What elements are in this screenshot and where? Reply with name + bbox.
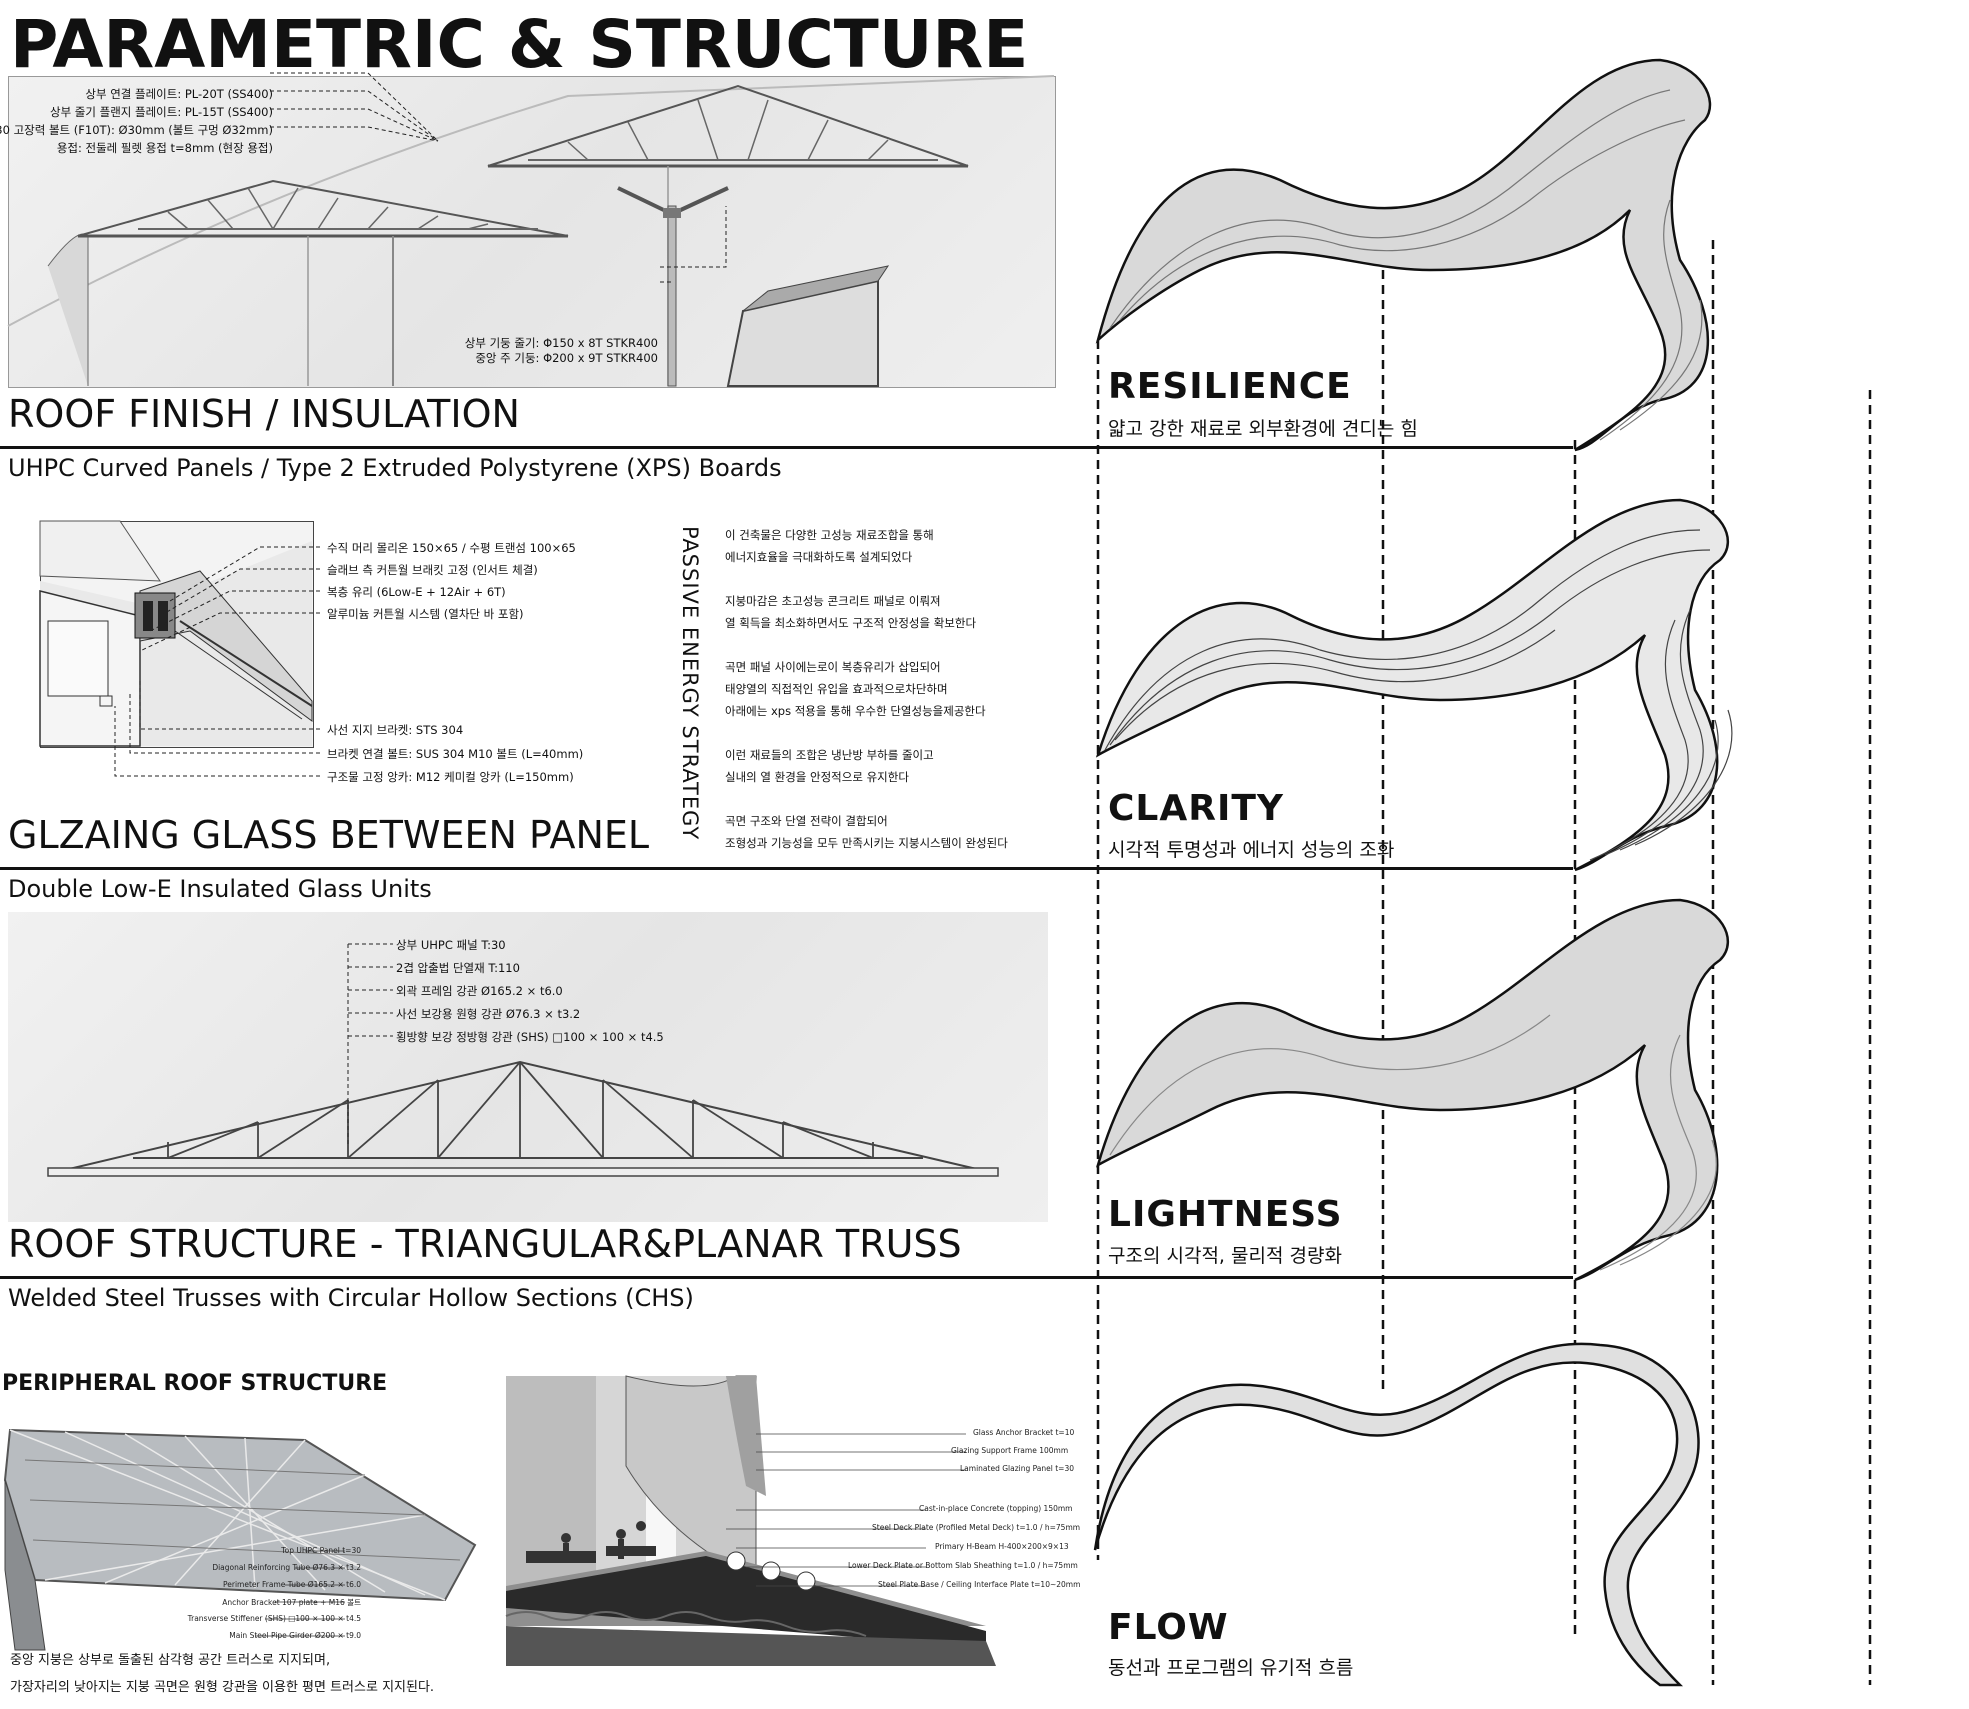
roof-detail-drawing	[7, 72, 1055, 387]
concept-title-resilience: RESILIENCE	[1108, 366, 1352, 407]
glass-callout: 슬래브 측 커튼월 브래킷 고정 (인서트 체결)	[327, 563, 538, 577]
section-label: Lower Deck Plate or Bottom Slab Sheathin…	[848, 1561, 1078, 1570]
concept-subtitle-clarity: 시각적 투명성과 에너지 성능의 조화	[1108, 839, 1395, 861]
truss-callout: 상부 UHPC 패널 T:30	[396, 938, 506, 952]
page-title: PARAMETRIC & STRUCTURE	[10, 6, 1029, 83]
peripheral-caption: 중앙 지붕은 상부로 돌출된 삼각형 공간 트러스로 지지되며,	[10, 1653, 331, 1668]
truss-callout: 외곽 프레임 강관 Ø165.2 × t6.0	[396, 984, 563, 998]
peripheral-title: PERIPHERAL ROOF STRUCTURE	[2, 1371, 388, 1396]
passive-line: 이 건축물은 다양한 고성능 재료조합을 통해	[725, 528, 934, 542]
roof-callout: 상부 연결 플레이트: PL-20T (SS400)	[85, 87, 273, 101]
section-label: Laminated Glazing Panel t=30	[960, 1464, 1075, 1473]
section-label: Cast-in-place Concrete (topping) 150mm	[919, 1504, 1073, 1513]
lightness-form	[1095, 898, 1730, 1282]
section-label: Steel Plate Base / Ceiling Interface Pla…	[878, 1580, 1081, 1589]
section-divider	[0, 867, 1573, 870]
passive-strategy-title: PASSIVE ENERGY STRATEGY	[678, 526, 702, 841]
passive-strategy-text: 이 건축물은 다양한 고성능 재료조합을 통해 에너지효율을 극대화하도록 설계…	[725, 524, 1008, 854]
section-label: Steel Deck Plate (Profiled Metal Deck) t…	[872, 1523, 1081, 1532]
glass-callout: 알루미늄 커튼월 시스템 (열차단 바 포함)	[327, 607, 524, 621]
concept-title-flow: FLOW	[1108, 1607, 1229, 1648]
glass-callout: 브라켓 연결 볼트: SUS 304 M10 볼트 (L=40mm)	[327, 747, 584, 761]
section-title-roof-structure: ROOF STRUCTURE - TRIANGULAR&PLANAR TRUSS	[8, 1222, 962, 1266]
passive-line: 에너지효율을 극대화하도록 설계되었다	[725, 550, 913, 564]
section-subtitle-glazing: Double Low-E Insulated Glass Units	[8, 875, 432, 903]
concept-subtitle-flow: 동선과 프로그램의 유기적 흐름	[1108, 1657, 1354, 1679]
peripheral-label: Top UHPC Panel t=30	[281, 1546, 361, 1555]
peripheral-caption: 가장자리의 낮아지는 지붕 곡면은 원형 강관을 이용한 평면 트러스로 지지된…	[10, 1680, 435, 1695]
section-subtitle-roof-finish: UHPC Curved Panels / Type 2 Extruded Pol…	[8, 454, 782, 482]
peripheral-label: Transverse Stiffener (SHS) □100 × 100 × …	[187, 1614, 361, 1623]
interior-section-render	[505, 1375, 996, 1666]
section-label: Primary H-Beam H-400×200×9×13	[935, 1542, 1069, 1551]
peripheral-label: Perimeter Frame Tube Ø165.2 × t6.0	[223, 1580, 361, 1589]
glass-callout: 사선 지지 브라켓: STS 304	[327, 723, 464, 737]
concept-subtitle-lightness: 구조의 시각적, 물리적 경량화	[1108, 1245, 1342, 1267]
clarity-form	[1095, 498, 1733, 872]
glass-callout: 복층 유리 (6Low-E + 12Air + 6T)	[327, 585, 506, 599]
parametric-forms	[1093, 58, 1872, 1687]
section-title-roof-finish: ROOF FINISH / INSULATION	[8, 392, 520, 436]
passive-line: 조형성과 기능성을 모두 만족시키는 지붕시스템이 완성된다	[725, 836, 1008, 850]
passive-line: 열 획득을 최소화하면서도 구조적 안정성을 확보한다	[725, 616, 977, 630]
passive-line: 곡면 구조와 단열 전략이 결합되어	[725, 814, 888, 828]
peripheral-roof-render	[3, 1428, 477, 1651]
flow-form	[1093, 1342, 1700, 1687]
section-divider	[0, 1276, 1573, 1279]
resilience-form	[1095, 58, 1712, 452]
truss-callout: 2겹 압출법 단열재 T:110	[396, 961, 520, 975]
roof-callout: M30 고장력 볼트 (F10T): Ø30mm (볼트 구멍 Ø32mm)	[0, 123, 273, 137]
truss-drawing	[47, 943, 999, 1177]
truss-callout: 사선 보강용 원형 강관 Ø76.3 × t3.2	[396, 1007, 581, 1021]
roof-callout: 상부 줄기 플랜지 플레이트: PL-15T (SS400)	[49, 105, 273, 119]
roof-callout: 용접: 전둘레 필렛 용접 t=8mm (현장 용접)	[56, 141, 273, 155]
peripheral-label: Main Steel Pipe Girder Ø200 × t9.0	[229, 1631, 361, 1640]
passive-line: 태양열의 직접적인 유입을 효과적으로차단하며	[725, 682, 948, 696]
peripheral-label: Diagonal Reinforcing Tube Ø76.3 × t3.2	[212, 1563, 361, 1572]
section-subtitle-roof-structure: Welded Steel Trusses with Circular Hollo…	[8, 1284, 694, 1312]
glass-callout: 수직 머리 몰리온 150×65 / 수평 트랜섬 100×65	[327, 541, 576, 555]
concept-title-lightness: LIGHTNESS	[1108, 1194, 1343, 1235]
concept-title-clarity: CLARITY	[1108, 788, 1284, 829]
column-callout: 상부 기둥 줄기: Φ150 x 8T STKR400	[464, 336, 658, 350]
section-label: Glass Anchor Bracket t=10	[973, 1428, 1075, 1437]
section-divider	[0, 446, 1573, 449]
roof-detail-panel	[8, 76, 1056, 388]
concept-subtitle-resilience: 얇고 강한 재료로 외부환경에 견디는 힘	[1108, 418, 1418, 440]
glass-callout: 구조물 고정 앙카: M12 케미컬 앙카 (L=150mm)	[327, 770, 574, 784]
glass-detail-drawing	[39, 520, 320, 777]
column-callout: 중앙 주 기둥: Φ200 x 9T STKR400	[475, 351, 658, 365]
truss-callout: 횡방향 보강 정방형 강관 (SHS) □100 × 100 × t4.5	[396, 1030, 664, 1044]
passive-line: 이런 재료들의 조합은 냉난방 부하를 줄이고	[725, 748, 934, 762]
passive-line: 아래에는 xps 적용을 통해 우수한 단열성능을제공한다	[725, 704, 986, 718]
section-title-glazing: GLZAING GLASS BETWEEN PANEL	[8, 813, 650, 857]
peripheral-label: Anchor Bracket 107 plate + M16 볼트	[222, 1598, 361, 1607]
passive-line: 곡면 패널 사이에는로이 복층유리가 삽입되어	[725, 660, 941, 674]
section-label: Glazing Support Frame 100mm	[951, 1446, 1069, 1455]
passive-line: 지붕마감은 초고성능 콘크리트 패널로 이뤄져	[725, 594, 941, 608]
passive-line: 실내의 열 환경을 안정적으로 유지한다	[725, 770, 909, 784]
